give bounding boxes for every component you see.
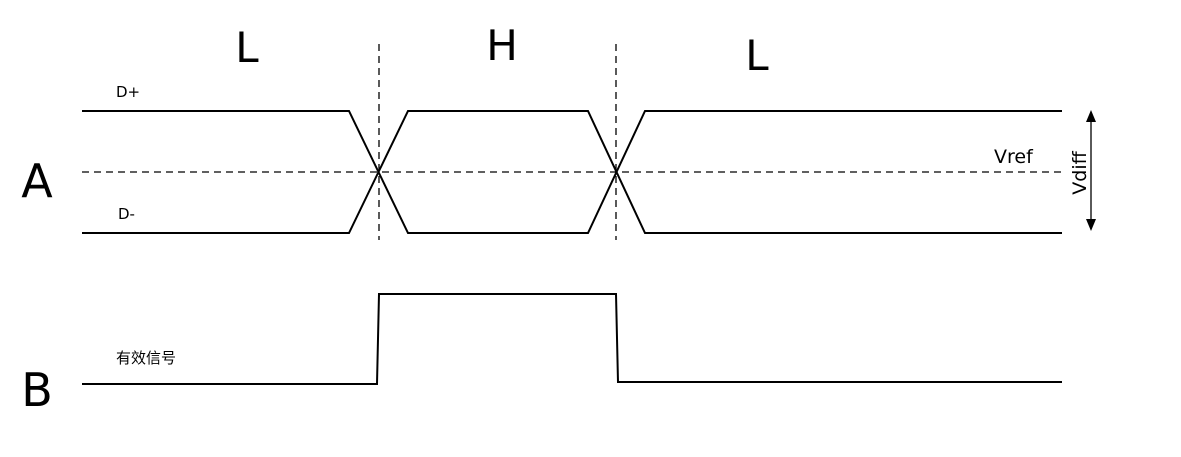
arrow-down-icon xyxy=(1086,219,1096,231)
panel-label-a: A xyxy=(21,154,53,208)
d-plus-waveform xyxy=(82,110,1062,234)
state-label-low-2: L xyxy=(745,31,769,80)
vdiff-label: Vdiff xyxy=(1069,150,1091,194)
d-plus-label: D+ xyxy=(116,83,140,101)
d-minus-waveform xyxy=(82,110,1062,234)
valid-signal-label: 有效信号 xyxy=(116,349,176,367)
panel-label-b: B xyxy=(21,363,53,417)
vref-label: Vref xyxy=(994,146,1034,168)
arrow-up-icon xyxy=(1086,110,1096,122)
d-minus-label: D- xyxy=(118,205,135,223)
valid-signal-waveform xyxy=(82,293,1062,385)
vdiff-arrow xyxy=(1086,110,1096,231)
state-label-high: H xyxy=(486,21,518,70)
state-label-low-1: L xyxy=(235,23,259,72)
